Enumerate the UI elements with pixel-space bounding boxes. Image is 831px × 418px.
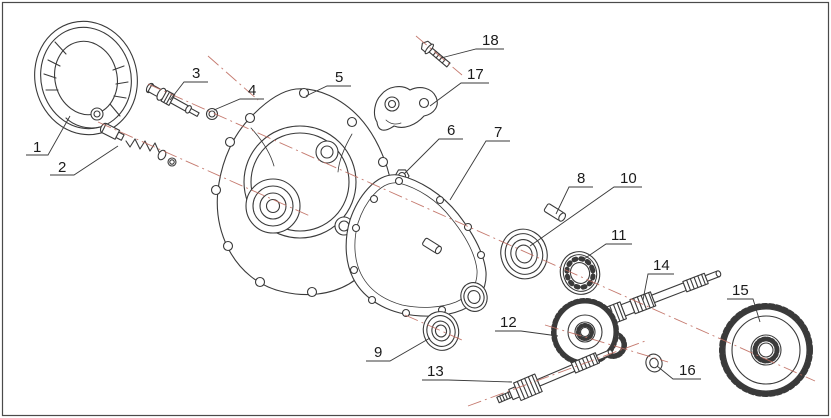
callout-label-9: 9 bbox=[374, 344, 382, 361]
centerline-7 bbox=[207, 55, 259, 101]
callout-label-5: 5 bbox=[335, 69, 343, 86]
leader-line-2 bbox=[50, 145, 119, 176]
part-9-bearing bbox=[422, 311, 460, 351]
leader-line-10 bbox=[529, 186, 642, 247]
leader-line-16 bbox=[656, 365, 701, 380]
part-3-shift-shaft bbox=[145, 82, 200, 117]
callout-label-16: 16 bbox=[679, 362, 696, 379]
part-2-spring-plunger bbox=[99, 122, 177, 167]
centerline-4 bbox=[415, 35, 463, 76]
callout-label-3: 3 bbox=[192, 65, 200, 82]
callout-label-2: 2 bbox=[58, 159, 66, 176]
callout-label-1: 1 bbox=[33, 139, 41, 156]
leader-line-12 bbox=[495, 330, 559, 337]
callout-label-15: 15 bbox=[732, 282, 749, 299]
leader-line-7 bbox=[449, 140, 510, 201]
callout-label-18: 18 bbox=[482, 32, 499, 49]
leader-line-9 bbox=[366, 337, 431, 362]
part-small-bearing-icon bbox=[460, 282, 488, 312]
callout-label-14: 14 bbox=[653, 257, 670, 274]
part-10-bearing bbox=[500, 228, 548, 280]
part-15-final-gear bbox=[719, 303, 813, 397]
callout-label-4: 4 bbox=[248, 82, 256, 99]
callout-label-7: 7 bbox=[494, 124, 502, 141]
leader-line-17 bbox=[429, 82, 489, 107]
part-17-selector-arm bbox=[373, 86, 438, 131]
callout-label-11: 11 bbox=[611, 227, 627, 244]
callout-label-6: 6 bbox=[447, 122, 455, 139]
leader-line-1 bbox=[26, 115, 71, 156]
callout-label-17: 17 bbox=[467, 66, 484, 83]
centerline-3 bbox=[467, 339, 649, 407]
callout-label-13: 13 bbox=[427, 363, 444, 380]
leader-line-3 bbox=[169, 81, 208, 101]
leader-line-4 bbox=[213, 98, 264, 111]
part-11-oil-seal bbox=[559, 251, 601, 295]
leader-line-6 bbox=[403, 138, 463, 175]
centerline-2 bbox=[97, 121, 311, 217]
part-7-gasket bbox=[345, 174, 487, 318]
part-8-dowel-pin bbox=[543, 203, 567, 222]
centerline-6 bbox=[544, 324, 669, 363]
part-dowel-pin-icon bbox=[422, 237, 442, 255]
leader-line-15 bbox=[727, 298, 761, 323]
leader-line-8 bbox=[555, 186, 593, 215]
callout-label-10: 10 bbox=[620, 170, 637, 187]
leader-line-18 bbox=[440, 48, 504, 59]
centerline-1 bbox=[147, 83, 816, 382]
part-18-bolt bbox=[420, 40, 451, 68]
leader-line-14 bbox=[642, 273, 674, 301]
centerline-5 bbox=[404, 314, 463, 341]
parts-layer bbox=[34, 20, 813, 404]
leader-line-5 bbox=[305, 85, 351, 97]
leader-line-11 bbox=[583, 243, 632, 260]
centerlines-layer bbox=[97, 35, 816, 407]
part-12-counter-gear bbox=[551, 298, 627, 366]
leader-line-13 bbox=[422, 379, 513, 383]
part-1-brake-drum bbox=[34, 20, 138, 136]
callout-label-8: 8 bbox=[577, 170, 585, 187]
callout-label-12: 12 bbox=[500, 314, 517, 331]
